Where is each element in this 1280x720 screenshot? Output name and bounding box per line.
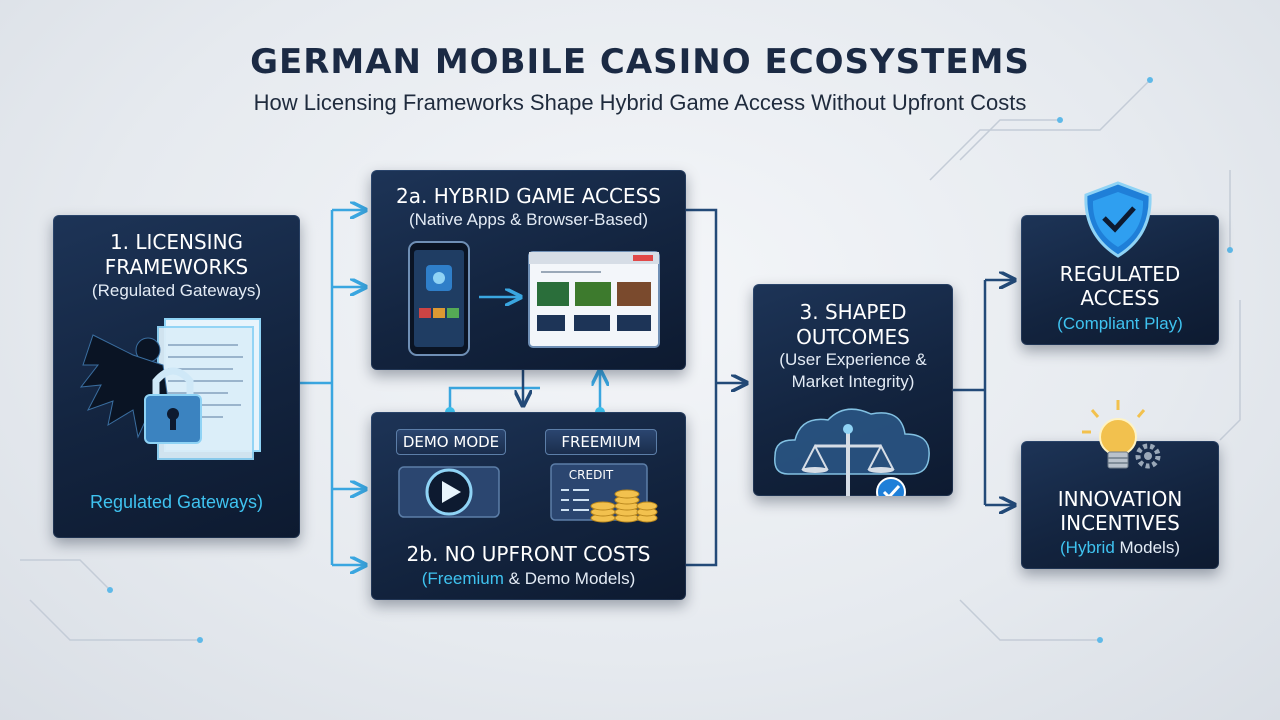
innovation-subtitle: (Hybrid Models) [1021,537,1219,559]
licensing-title-line2: FRAMEWORKS [104,255,249,279]
licensing-title-line1: 1. LICENSING [109,230,244,254]
page-title: GERMAN MOBILE CASINO ECOSYSTEMS [250,42,1030,82]
licensing-subtitle: (Regulated Gateways) [91,281,262,300]
outcomes-title-line1: 3. SHAPED [799,300,907,324]
cloud-scales-icon [774,408,930,496]
no-upfront-subtitle-rest: & Demo Models) [503,569,636,588]
regulated-access-title-line2: ACCESS [1080,286,1160,310]
no-upfront-subtitle: (Freemium & Demo Models) [371,568,686,590]
phone-browser-icon [408,241,660,356]
no-upfront-subtitle-highlight: (Freemium [421,569,504,588]
licensing-footer: Regulated Gateways) [89,492,264,512]
outcomes-subtitle-line2: Market Integrity) [791,372,915,391]
hybrid-game-access-node: 2a. HYBRID GAME ACCESS (Native Apps & Br… [371,170,686,370]
no-upfront-costs-node: DEMO MODE FREEMIUM CREDIT 2b. NO UPFRONT… [371,412,686,600]
page-subtitle: How Licensing Frameworks Shape Hybrid Ga… [253,90,1027,115]
licensing-frameworks-node: 1. LICENSING FRAMEWORKS (Regulated Gatew… [53,215,300,538]
hybrid-access-title: 2a. HYBRID GAME ACCESS [396,184,661,208]
shaped-outcomes-node: 3. SHAPED OUTCOMES (User Experience & Ma… [753,284,953,496]
freemium-label: FREEMIUM [545,429,657,455]
regulated-access-subtitle: (Compliant Play) [1057,314,1183,333]
outcomes-title-line2: OUTCOMES [796,325,910,349]
regulated-access-title-line1: REGULATED [1059,262,1181,286]
credit-label: CREDIT [568,468,614,482]
eagle-lock-document-icon [79,318,261,460]
outcomes-subtitle-line1: (User Experience & [779,350,927,369]
circuit-traces [20,79,1241,641]
no-upfront-title: 2b. NO UPFRONT COSTS [406,542,651,566]
hybrid-access-subtitle: (Native Apps & Browser-Based) [408,210,649,229]
demo-freemium-icons [398,463,658,523]
innovation-title-line1: INNOVATION [1057,487,1183,511]
demo-mode-label: DEMO MODE [396,429,506,455]
innovation-subtitle-rest: Models) [1114,538,1180,557]
innovation-subtitle-highlight: (Hybrid [1060,538,1115,557]
innovation-title-line2: INCENTIVES [1060,511,1180,535]
